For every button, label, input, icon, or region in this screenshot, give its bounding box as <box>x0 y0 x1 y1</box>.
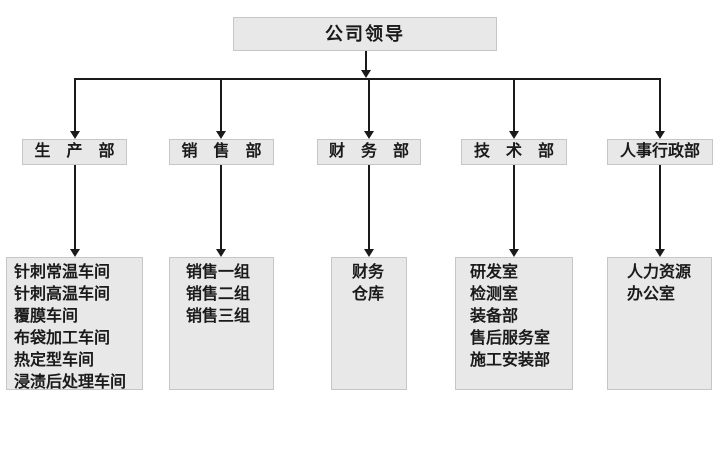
connector-line <box>513 165 515 251</box>
dept-box-production: 生 产 部 <box>22 139 127 165</box>
connector-arrow-down-icon <box>70 249 80 257</box>
org-unit-item: 检测室 <box>470 286 519 303</box>
connector-arrow-down-icon <box>655 131 665 139</box>
org-unit-item: 财务 <box>352 264 385 281</box>
dept-box-technology: 技 术 部 <box>461 139 567 165</box>
org-unit-item: 针刺高温车间 <box>14 286 111 303</box>
connector-arrow-down-icon <box>364 249 374 257</box>
dept-box-hr-admin: 人事行政部 <box>607 139 713 165</box>
org-unit-item: 装备部 <box>470 308 519 325</box>
connector-line <box>74 165 76 251</box>
org-unit-item: 售后服务室 <box>470 330 551 347</box>
dept-box-finance: 财 务 部 <box>317 139 421 165</box>
org-unit-item: 销售二组 <box>186 286 251 303</box>
org-unit-item: 仓库 <box>352 286 385 303</box>
unit-list-box-technology: 研发室检测室装备部售后服务室施工安装部 <box>455 257 573 390</box>
connector-arrow-down-icon <box>509 131 519 139</box>
org-unit-item: 覆膜车间 <box>14 308 79 325</box>
connector-line <box>368 78 370 133</box>
connector-line <box>220 78 222 133</box>
connector-line <box>368 165 370 251</box>
org-unit-item: 销售三组 <box>186 308 251 325</box>
connector-arrow-down-icon <box>655 249 665 257</box>
connector-line <box>365 51 367 71</box>
root-box-company-leadership: 公司领导 <box>233 17 497 51</box>
connector-arrow-down-icon <box>216 249 226 257</box>
unit-list-box-production: 针刺常温车间针刺高温车间覆膜车间布袋加工车间热定型车间浸渍后处理车间 <box>6 257 143 391</box>
unit-list-box-finance: 财务仓库 <box>331 257 407 390</box>
org-unit-item: 人力资源 <box>627 264 692 281</box>
connector-arrow-down-icon <box>361 70 371 78</box>
connector-arrow-down-icon <box>509 249 519 257</box>
unit-list-box-sales: 销售一组销售二组销售三组 <box>169 257 274 390</box>
connector-line <box>220 165 222 251</box>
org-unit-item: 研发室 <box>470 264 519 281</box>
unit-list-box-hr-admin: 人力资源办公室 <box>607 257 712 390</box>
connector-arrow-down-icon <box>364 131 374 139</box>
connector-arrow-down-icon <box>70 131 80 139</box>
org-unit-item: 施工安装部 <box>470 352 551 369</box>
org-unit-item: 办公室 <box>627 286 676 303</box>
org-unit-item: 热定型车间 <box>14 352 95 369</box>
dept-box-sales: 销 售 部 <box>169 139 274 165</box>
connector-line <box>513 78 515 133</box>
connector-arrow-down-icon <box>216 131 226 139</box>
org-unit-item: 浸渍后处理车间 <box>14 374 127 391</box>
connector-bus-line <box>74 78 661 80</box>
connector-line <box>659 165 661 251</box>
connector-line <box>74 78 76 133</box>
org-unit-item: 布袋加工车间 <box>14 330 111 347</box>
org-unit-item: 销售一组 <box>186 264 251 281</box>
connector-line <box>659 78 661 133</box>
org-unit-item: 针刺常温车间 <box>14 264 111 281</box>
